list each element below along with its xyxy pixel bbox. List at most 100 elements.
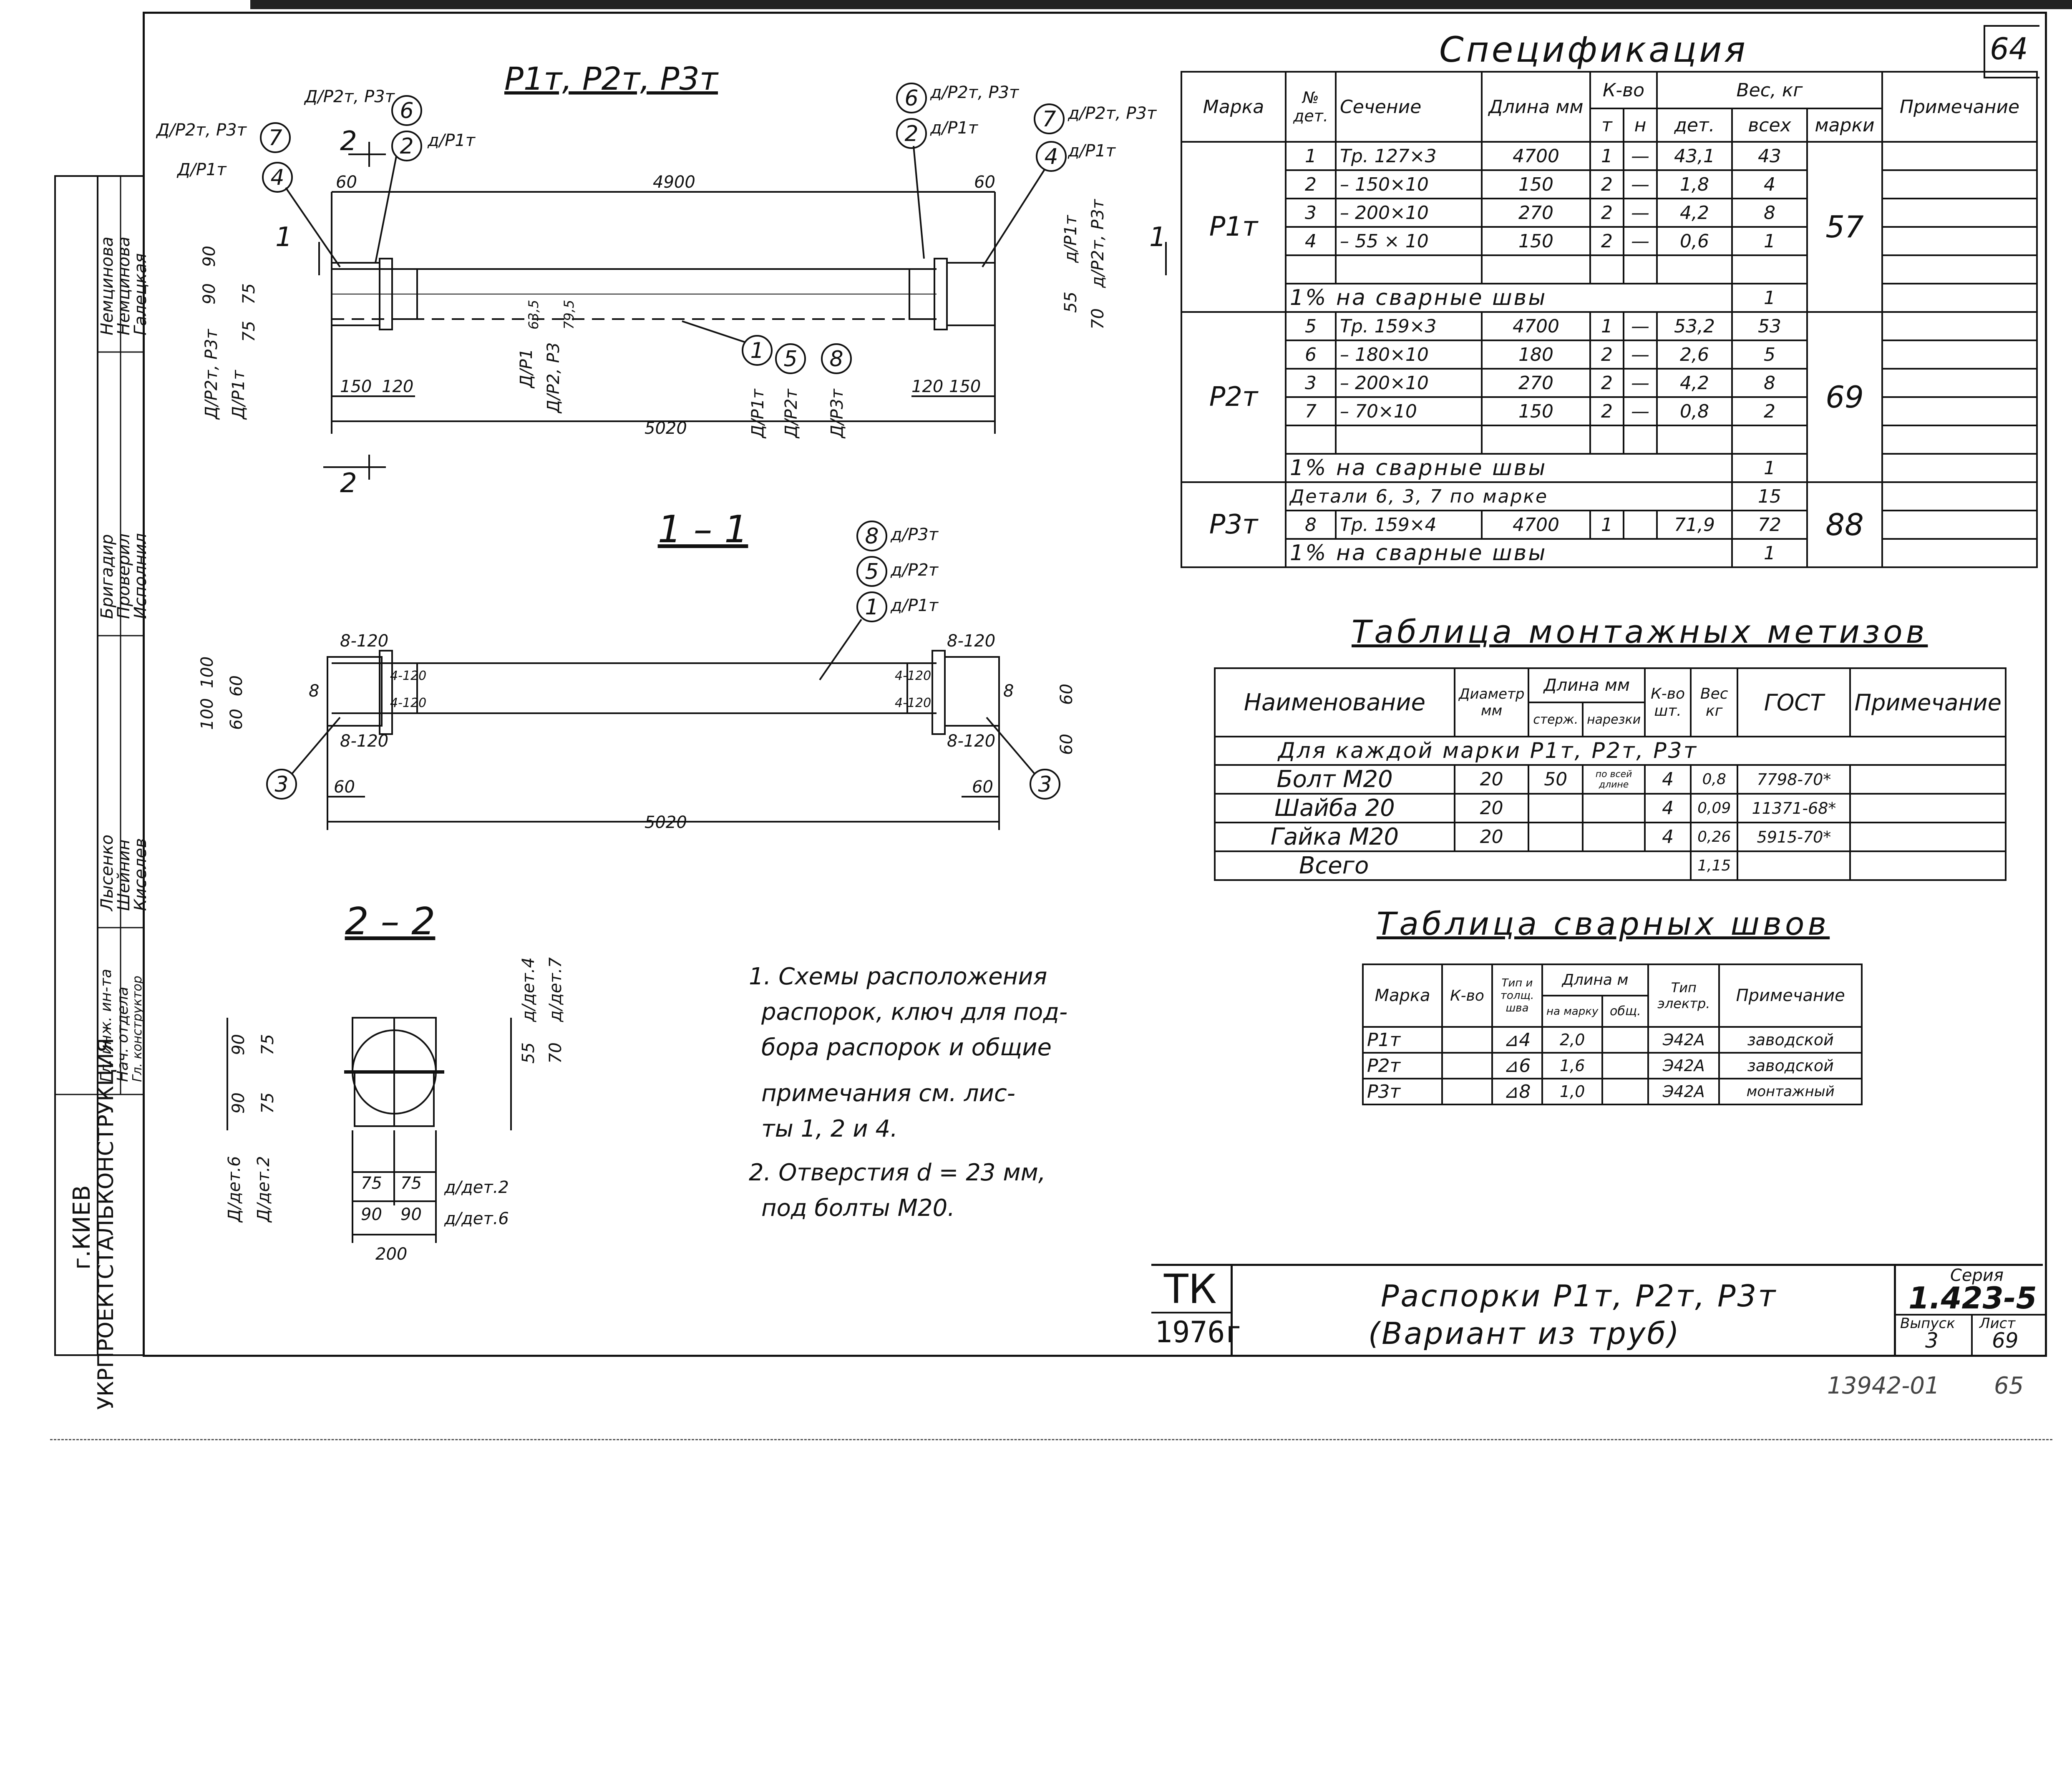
- spec-w-det: 4,2: [1656, 368, 1733, 398]
- callout-8-section: 8: [865, 524, 879, 549]
- section-2-2-title: 2 – 2: [345, 900, 436, 943]
- dim-100-sec: 100: [198, 698, 217, 730]
- welds-note: заводской: [1718, 1052, 1863, 1079]
- spec-n: —: [1623, 141, 1658, 171]
- bolts-rod: [1528, 793, 1584, 823]
- title-block: ТК 1976г Распорки Р1т, Р2т, Р3т (Вариант…: [1151, 1264, 2045, 1355]
- dim-120-left: 120: [382, 377, 413, 396]
- label-a-p2t-p3t-top-right: д/Р2т, Р3т: [930, 83, 1020, 102]
- spec-note: [1881, 510, 2038, 540]
- spec-w-all: 43: [1731, 141, 1808, 171]
- dim-90-plan-a: 90: [200, 283, 219, 304]
- section-1-1-title: 1 – 1: [658, 508, 748, 551]
- spec-note: [1881, 368, 2038, 398]
- dim-100-sec-b: 100: [198, 657, 217, 688]
- spec-welds-label: 1% на сварные швы: [1285, 538, 1733, 568]
- spec-section: Тр. 127×3: [1335, 141, 1483, 171]
- callout-3-right: 3: [1038, 772, 1052, 797]
- dim-75-22-a: 75: [258, 1034, 277, 1055]
- spec-det: 3: [1285, 198, 1337, 228]
- drawing-canvas: 6 2 7 4 6 2 7 4 1 5 8 8 5 1 3 3 Р1т, Р2т…: [156, 60, 1167, 1264]
- spec-n: [1623, 510, 1658, 540]
- tk-year: 1976г: [1155, 1315, 1243, 1349]
- spec-h-w-det: дет.: [1656, 108, 1733, 143]
- spec-w-det: 71,9: [1656, 510, 1733, 540]
- dim-75-plan-b: 75: [239, 321, 259, 342]
- callout-6-right: 6: [904, 86, 918, 111]
- label-d-det4: д/дет.4: [519, 957, 538, 1022]
- dim-4-120-c: 4-120: [895, 669, 931, 683]
- title-name-line-1: Распорки Р1т, Р2т, Р3т: [1381, 1278, 1777, 1313]
- callout-2-left: 2: [400, 134, 413, 159]
- spec-note: [1881, 169, 2038, 199]
- label-a-p2t-p3t-right: д/Р2т, Р3т: [1067, 104, 1157, 123]
- spec-section: – 180×10: [1335, 340, 1483, 370]
- bolts-title: Таблица монтажных метизов: [1352, 613, 1928, 650]
- spec-w-all: 1: [1731, 226, 1808, 256]
- note-line-4: примечания см. лис-: [761, 1080, 1015, 1107]
- label-d-p2t-p3t-left: Д/Р2т, Р3т: [156, 121, 247, 140]
- dim-60-sec-d: 60: [1057, 734, 1076, 755]
- spec-h-note: Примечание: [1881, 71, 2038, 143]
- spec-note: [1881, 141, 2038, 171]
- bolts-group-label: Для каждой марки Р1т, Р2т, Р3т: [1214, 736, 2007, 766]
- dim-55-plan: 55: [1061, 292, 1080, 313]
- spec-h-section: Сечение: [1335, 71, 1483, 143]
- spec-welds-label: 1% на сварные швы: [1285, 283, 1733, 313]
- spec-note: [1881, 538, 2038, 568]
- spec-mark-weight-p2: 69: [1806, 311, 1883, 483]
- spec-w-all: 2: [1731, 396, 1808, 426]
- welds-h-mark: Марка: [1362, 964, 1443, 1028]
- label-a-p1t-section: д/Р1т: [890, 596, 939, 615]
- bolts-thread: [1582, 822, 1646, 852]
- bolts-note: [1849, 793, 2007, 823]
- dim-60-plan-right: 60: [974, 173, 995, 192]
- spec-w-all: 8: [1731, 198, 1808, 228]
- dim-8-right: 8: [1003, 682, 1014, 701]
- spec-length: 4700: [1481, 141, 1591, 171]
- spec-det: 3: [1285, 368, 1337, 398]
- dim-60-section-left: 60: [334, 777, 355, 797]
- welds-table: Марка К-во Тип и толщ. шва Длина м Тип э…: [1362, 964, 1863, 1105]
- label-a-p1t-top-left: д/Р1т: [427, 131, 476, 150]
- bolts-weight: 0,8: [1690, 764, 1739, 795]
- spec-length: 150: [1481, 226, 1591, 256]
- welds-mark: Р3т: [1362, 1078, 1443, 1105]
- spec-section: – 55 × 10: [1335, 226, 1483, 256]
- spec-mark-p1: Р1т: [1181, 141, 1287, 313]
- drawing-frame: [143, 12, 2047, 1357]
- series-box: Серия 1.423-5 Выпуск 3 Лист 69: [1894, 1266, 2045, 1355]
- welds-h-type: Тип и толщ. шва: [1491, 964, 1543, 1028]
- spec-welds-value: 1: [1731, 283, 1808, 313]
- bolts-h-thread: нарезки: [1582, 702, 1646, 737]
- stamp-role-2: Нач. отдела: [114, 986, 131, 1082]
- spec-title: Спецификация: [1439, 29, 1748, 70]
- label-d-p1-vert: Д/Р1: [517, 349, 536, 389]
- spec-note: [1881, 396, 2038, 426]
- dim-4900: 4900: [653, 173, 695, 192]
- dim-90-plan-b: 90: [200, 246, 219, 267]
- spec-h-qty-n: н: [1623, 108, 1658, 143]
- welds-type: ⊿6: [1491, 1052, 1543, 1079]
- spec-h-qty-t: т: [1589, 108, 1624, 143]
- spec-length: 270: [1481, 198, 1591, 228]
- bolts-thread: по всей длине: [1582, 764, 1646, 795]
- bolts-h-len: Длина мм: [1528, 667, 1646, 703]
- welds-h-len-per: на марку: [1541, 995, 1604, 1028]
- spec-length: 4700: [1481, 311, 1591, 341]
- spec-mark-weight-p1: 57: [1806, 141, 1883, 313]
- dim-90-a: 90: [361, 1205, 382, 1224]
- dim-60-sec-a: 60: [227, 709, 246, 730]
- welds-h-len: Длина м: [1541, 964, 1649, 996]
- dim-75-plan-a: 75: [239, 283, 259, 304]
- spec-w-det: 2,6: [1656, 340, 1733, 370]
- spec-w-all: 4: [1731, 169, 1808, 199]
- spec-n: —: [1623, 311, 1658, 341]
- welds-title: Таблица сварных швов: [1377, 905, 1830, 942]
- callout-4-left: 4: [270, 165, 284, 190]
- section-mark-1-left: 1: [275, 222, 292, 253]
- spec-note: [1881, 283, 2038, 313]
- spec-t: 2: [1589, 198, 1624, 228]
- spec-w-all: 8: [1731, 368, 1808, 398]
- bolts-h-weight: Вес кг: [1690, 667, 1739, 737]
